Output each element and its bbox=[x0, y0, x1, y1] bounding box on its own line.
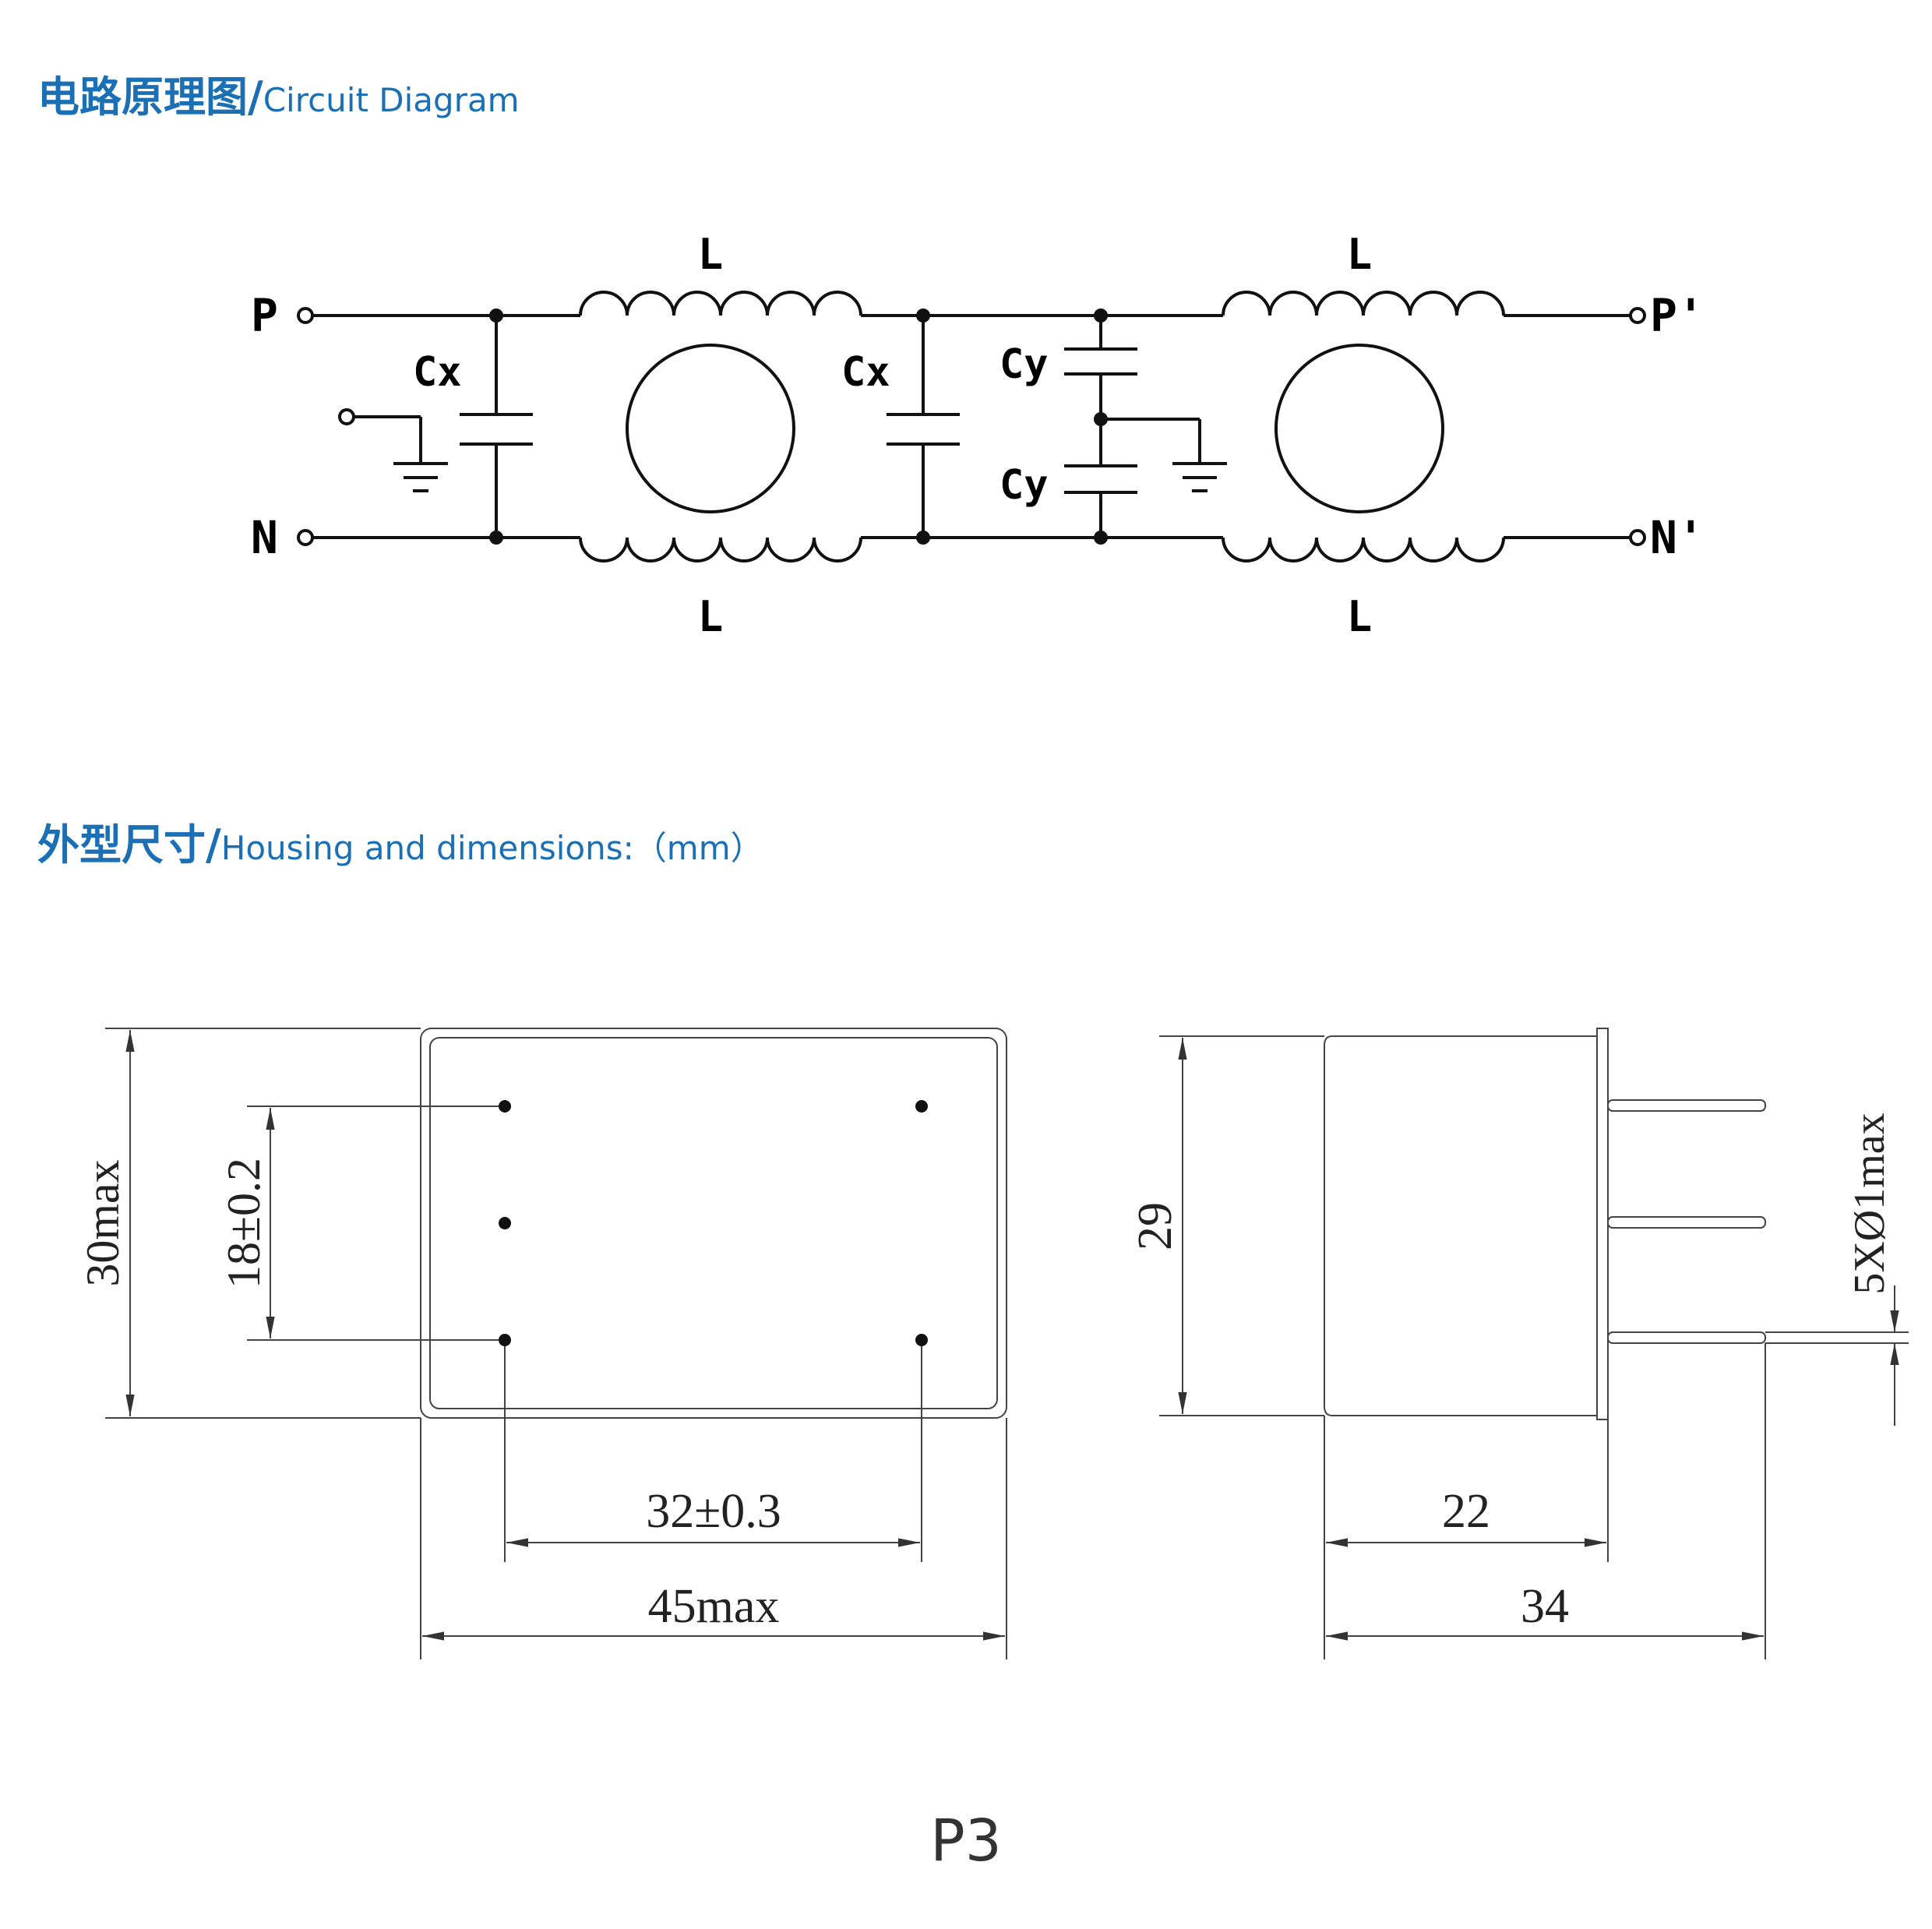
terminal-p-out-label: P' bbox=[1650, 289, 1705, 342]
page-number: P3 bbox=[930, 1807, 1002, 1874]
pin-dot-bottom-left bbox=[499, 1334, 511, 1346]
inductor-bottom-left bbox=[579, 537, 862, 562]
inductor-label-bottom-right: L bbox=[1347, 592, 1373, 641]
dim-height-side: 29 bbox=[1129, 1202, 1182, 1250]
dim-overall-depth: 34 bbox=[1521, 1580, 1569, 1633]
inductor-label-top-left: L bbox=[698, 230, 724, 279]
pin-dot-top-right bbox=[915, 1100, 928, 1113]
side-view-flange bbox=[1596, 1028, 1609, 1420]
inductor-bottom-right bbox=[1222, 537, 1505, 562]
terminal-n-out-dot bbox=[1629, 529, 1646, 546]
pin-dot-top-left bbox=[499, 1100, 511, 1113]
dim-pin-spacing-vertical: 18±0.2 bbox=[218, 1158, 270, 1289]
side-pin-2 bbox=[1607, 1216, 1766, 1229]
front-view-outer bbox=[420, 1028, 1007, 1419]
dim-width-front: 45max bbox=[648, 1580, 780, 1633]
dim-body-depth: 22 bbox=[1442, 1485, 1490, 1538]
side-pin-3 bbox=[1607, 1331, 1766, 1344]
pin-dot-bottom-right bbox=[915, 1334, 928, 1346]
terminal-n-label: N bbox=[251, 511, 278, 564]
housing-heading-zh: 外型尺寸/ bbox=[37, 820, 221, 869]
circuit-heading-zh: 电路原理图/ bbox=[37, 72, 263, 122]
front-view-inner bbox=[429, 1037, 998, 1409]
housing-heading-en: Housing and dimensions:（mm） bbox=[220, 829, 763, 867]
cx-label-left: Cx bbox=[413, 349, 462, 396]
terminal-p-label: P bbox=[251, 289, 278, 342]
inductor-top-right bbox=[1222, 291, 1505, 316]
cy-label-top: Cy bbox=[999, 341, 1049, 388]
core-right bbox=[1274, 344, 1444, 513]
circuit-diagram-heading: 电路原理图/Circuit Diagram bbox=[37, 62, 520, 124]
cy-label-bottom: Cy bbox=[999, 462, 1049, 509]
inductor-top-left bbox=[579, 291, 862, 316]
side-pin-1 bbox=[1607, 1099, 1766, 1112]
housing-dimensions-heading: 外型尺寸/Housing and dimensions:（mm） bbox=[37, 810, 763, 872]
terminal-n-out-label: N' bbox=[1650, 511, 1705, 564]
inductor-label-top-right: L bbox=[1347, 230, 1373, 279]
core-left bbox=[626, 344, 795, 513]
cx-label-middle: Cx bbox=[841, 349, 890, 396]
dim-pins: 5XØ1max bbox=[1846, 1113, 1894, 1294]
pin-dot-middle-left bbox=[499, 1217, 511, 1229]
side-view-body bbox=[1324, 1035, 1598, 1416]
dim-height-front: 30max bbox=[77, 1159, 129, 1286]
circuit-heading-en: Circuit Diagram bbox=[263, 81, 520, 119]
inductor-label-bottom-left: L bbox=[698, 592, 724, 641]
terminal-p-out-dot bbox=[1629, 307, 1646, 324]
dim-pin-spacing-horizontal: 32±0.3 bbox=[646, 1485, 781, 1538]
